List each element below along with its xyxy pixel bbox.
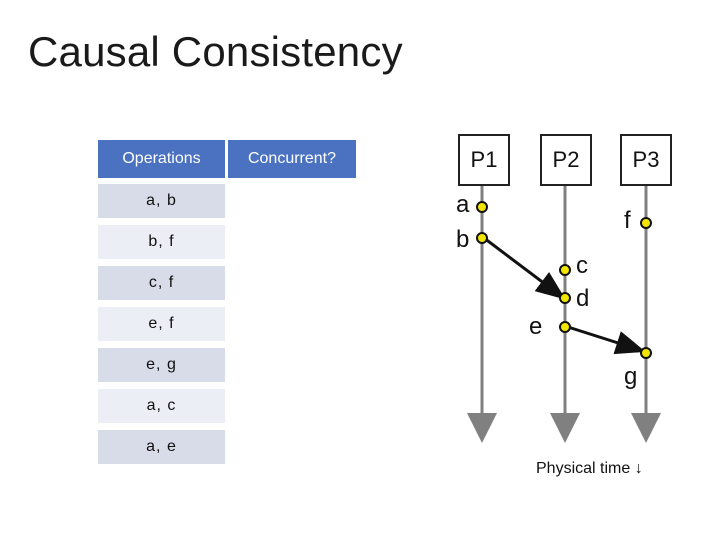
table-row: e, f	[98, 307, 225, 341]
header-concurrent: Concurrent?	[228, 140, 356, 178]
event-f-label: f	[624, 207, 631, 234]
event-f-dot	[640, 217, 652, 229]
table-row: a, b	[98, 184, 225, 218]
event-d-label: d	[576, 285, 590, 312]
event-b-label: b	[456, 226, 470, 253]
message-e-to-g	[567, 325, 646, 355]
event-g-dot	[640, 347, 652, 359]
process-p3: P3	[620, 134, 672, 186]
process-p2: P2	[540, 134, 592, 186]
header-operations: Operations	[98, 140, 225, 178]
event-d-dot	[559, 292, 571, 304]
event-a-label: a	[456, 191, 470, 218]
table-row: a, e	[98, 430, 225, 464]
event-c-dot	[559, 264, 571, 276]
event-b-dot	[476, 232, 488, 244]
event-e-label: e	[529, 313, 543, 340]
physical-time-caption: Physical time ↓	[536, 460, 643, 477]
table-row: c, f	[98, 266, 225, 300]
table-row: e, g	[98, 348, 225, 382]
process-p1: P1	[458, 134, 510, 186]
event-g-label: g	[624, 363, 638, 390]
page-title: Causal Consistency	[28, 28, 403, 75]
event-a-dot	[476, 201, 488, 213]
event-c-label: c	[576, 252, 588, 279]
table-row: a, c	[98, 389, 225, 423]
event-e-dot	[559, 321, 571, 333]
message-b-to-d	[483, 236, 566, 300]
table-row: b, f	[98, 225, 225, 259]
